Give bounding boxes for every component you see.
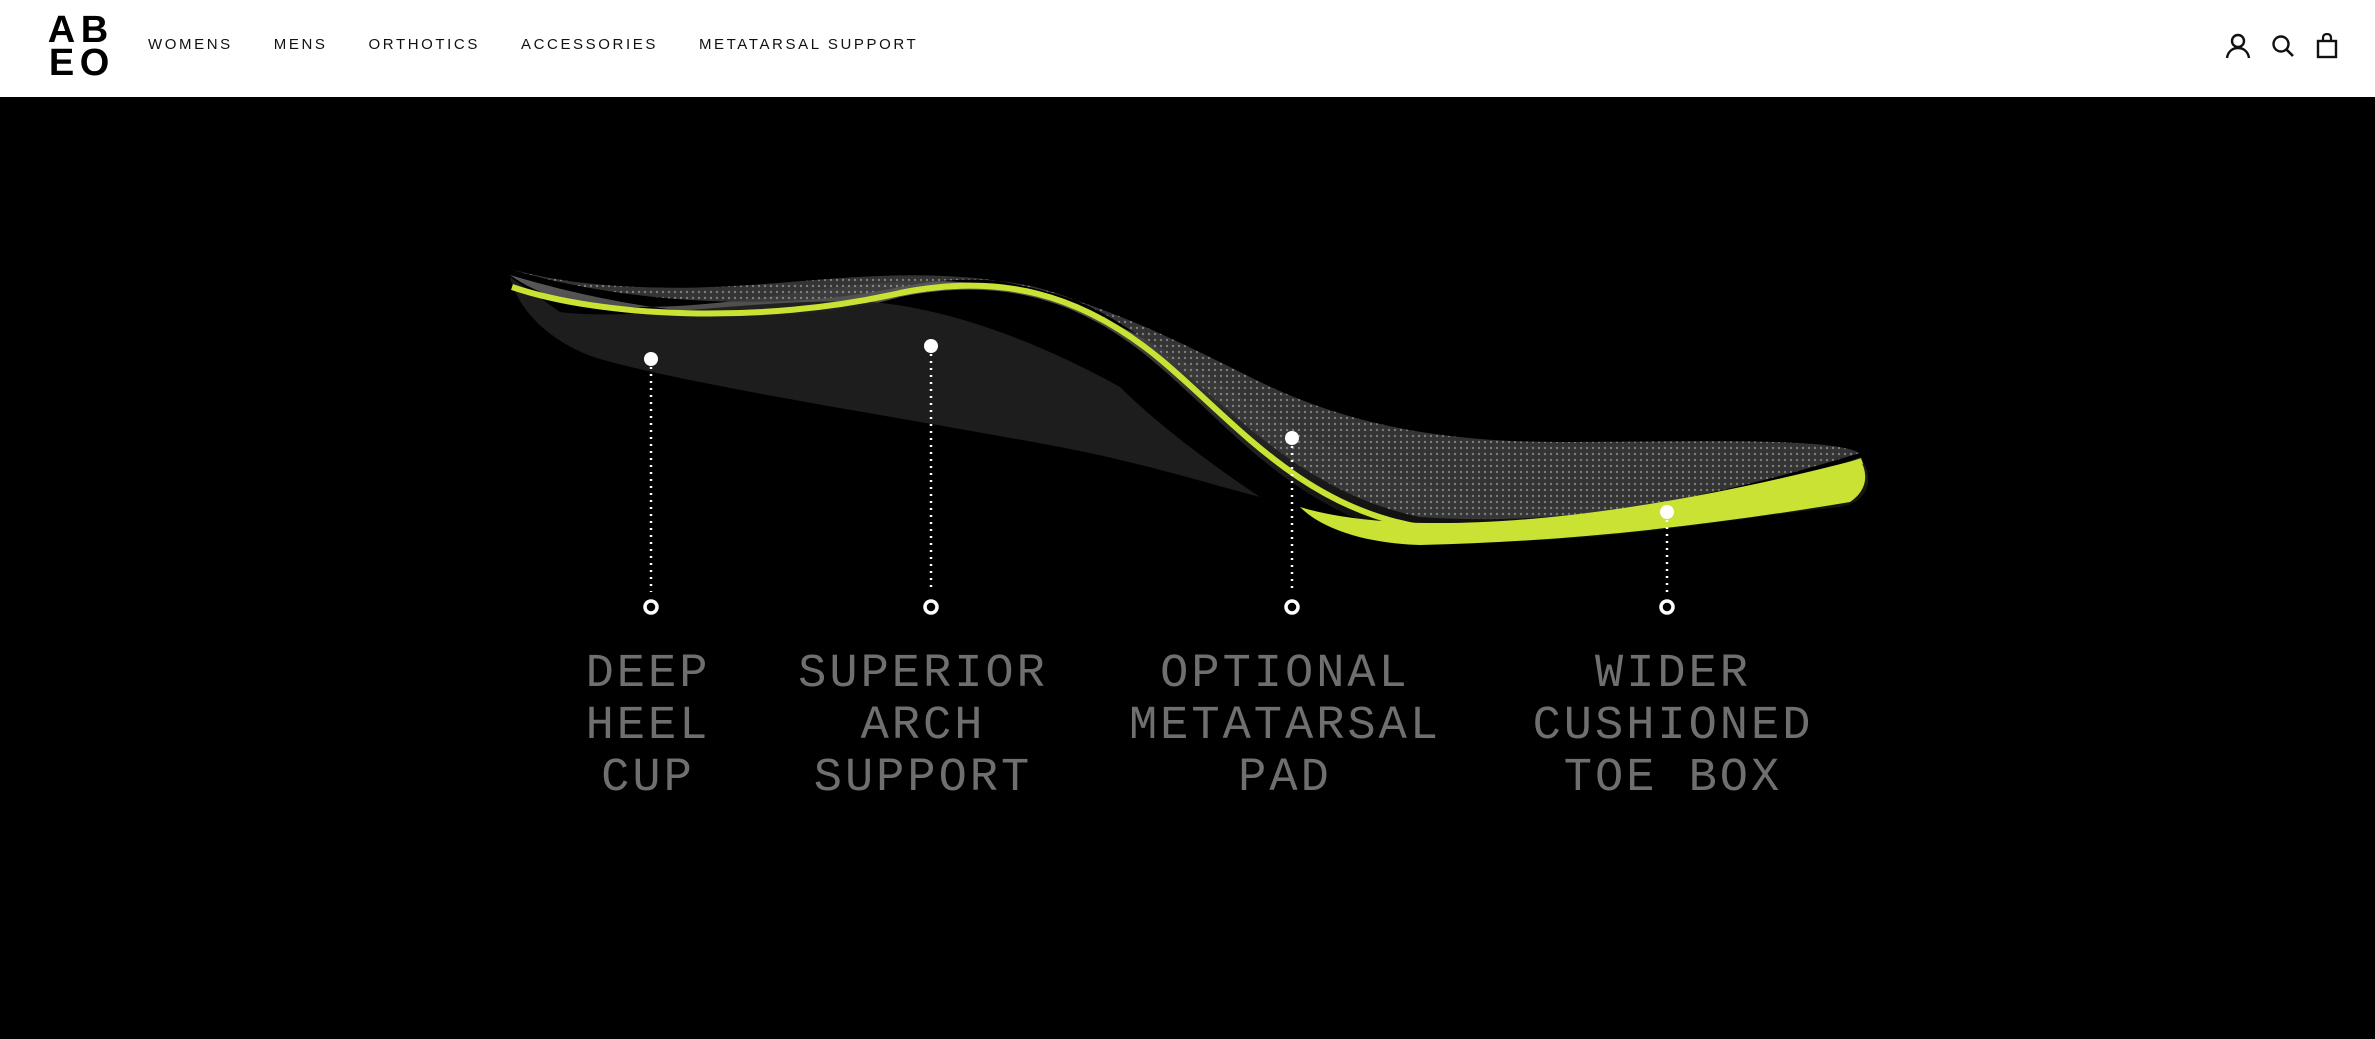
feature-label-metatarsal-pad: OPTIONAL METATARSAL PAD xyxy=(1128,648,1442,805)
logo-letter: A xyxy=(47,9,75,51)
nav-item-metatarsal-support[interactable]: METATARSAL SUPPORT xyxy=(698,36,919,53)
abeo-logo[interactable]: A B E O xyxy=(44,9,110,84)
nav-item-womens[interactable]: WOMENS xyxy=(148,36,233,53)
insole-illustration xyxy=(510,269,1869,615)
feature-label-arch-support: SUPERIOR ARCH SUPPORT xyxy=(798,648,1048,805)
logo-letter: O xyxy=(79,42,110,84)
logo-letter: E xyxy=(48,42,74,84)
callout-metatarsal xyxy=(1284,431,1300,615)
insole-toe-foam xyxy=(1300,459,1866,545)
main-nav: WOMENS MENS ORTHOTICS ACCESSORIES METATA… xyxy=(148,36,959,53)
nav-item-mens[interactable]: MENS xyxy=(273,36,328,53)
nav-item-accessories[interactable]: ACCESSORIES xyxy=(520,36,658,53)
logo-letter: B xyxy=(80,9,108,51)
insole-hero: DEEP HEEL CUP SUPERIOR ARCH SUPPORT OPTI… xyxy=(0,97,2375,1039)
callout-toe-box xyxy=(1659,505,1675,615)
callout-heel xyxy=(643,352,659,615)
search-icon[interactable] xyxy=(2270,33,2296,59)
feature-label-toe-box: WIDER CUSHIONED TOE BOX xyxy=(1532,648,1814,805)
insole-top-mesh xyxy=(510,269,1860,520)
account-icon[interactable] xyxy=(2225,33,2251,59)
insole-side-wall xyxy=(510,277,1260,497)
nav-item-orthotics[interactable]: ORTHOTICS xyxy=(368,36,480,53)
cart-icon[interactable] xyxy=(2315,32,2341,59)
site-header: A B E O WOMENS MENS ORTHOTICS ACCESSORIE… xyxy=(0,0,2375,97)
callout-arch xyxy=(923,339,939,615)
feature-label-heel-cup: DEEP HEEL CUP xyxy=(585,648,711,805)
